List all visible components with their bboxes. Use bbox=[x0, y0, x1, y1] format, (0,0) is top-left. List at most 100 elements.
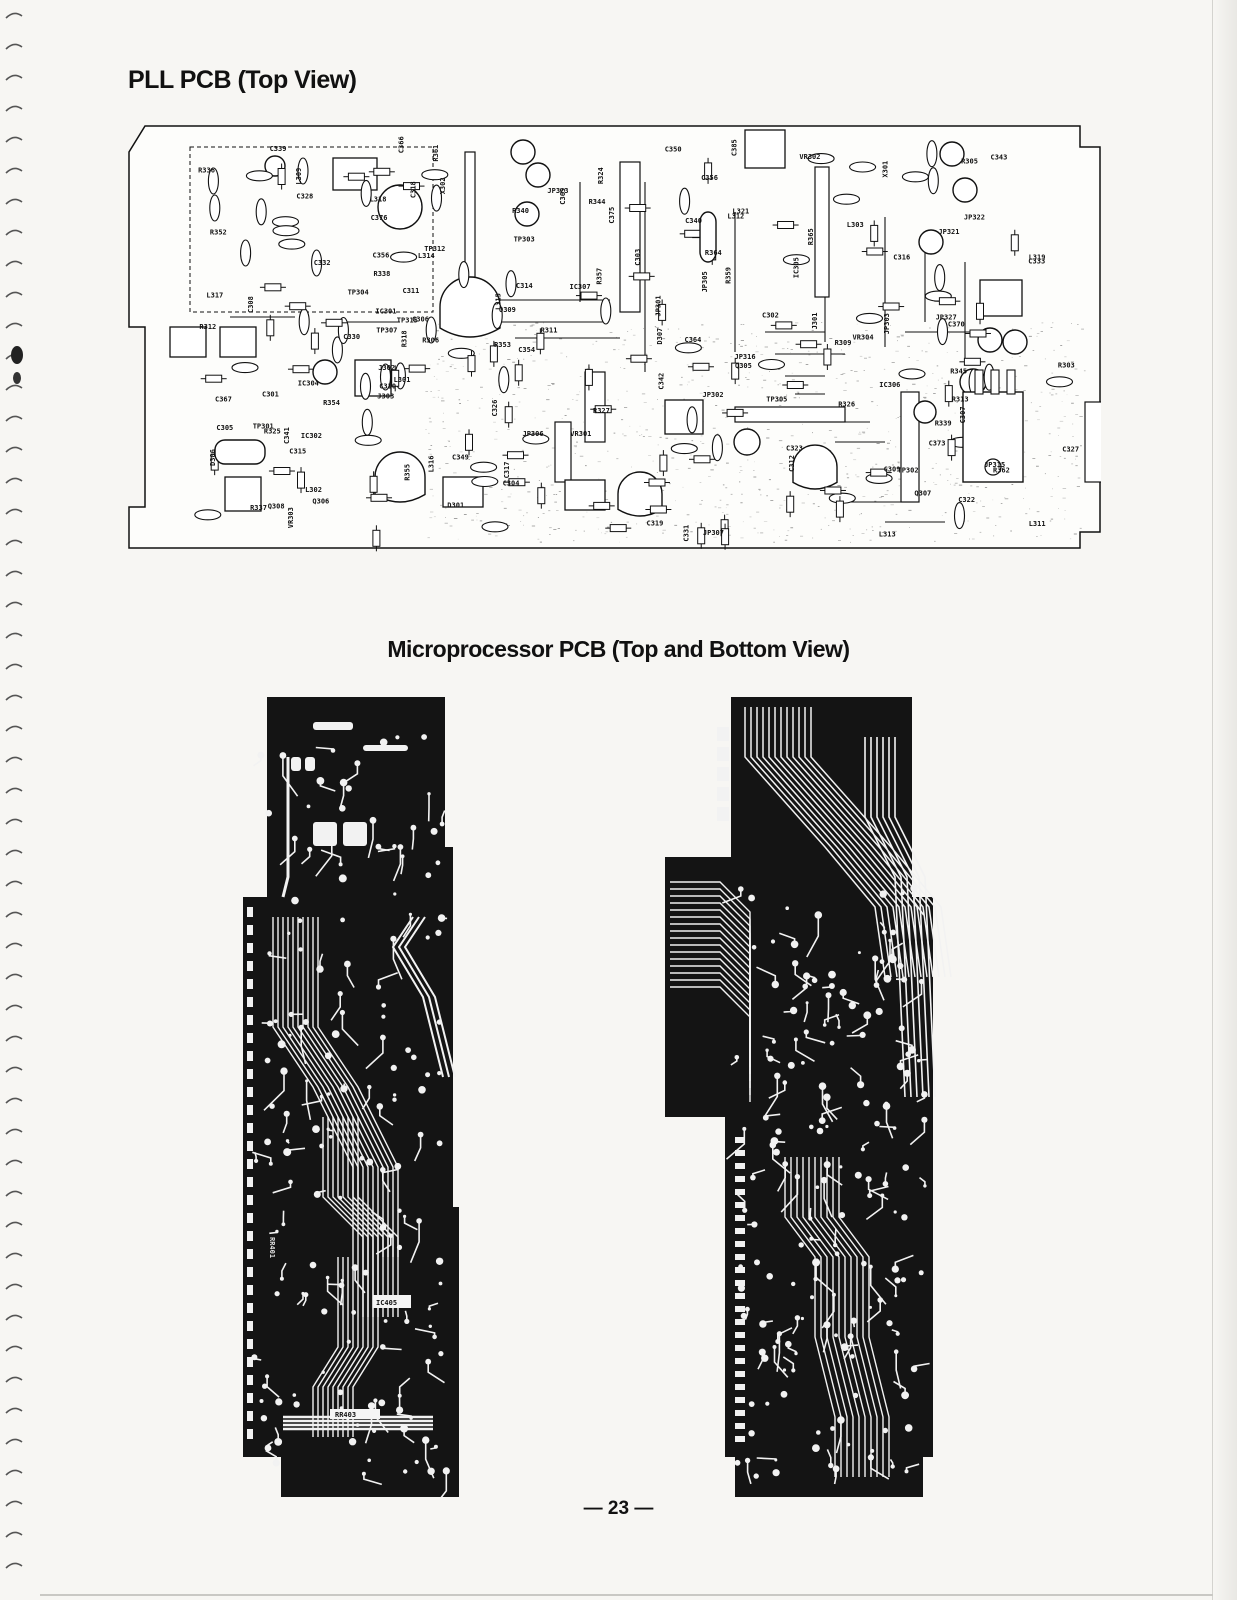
component-label: R325 bbox=[264, 428, 281, 436]
solder-pad bbox=[340, 1085, 348, 1093]
binding-hole bbox=[5, 1407, 23, 1414]
copper-trace bbox=[864, 737, 906, 1098]
solder-pad bbox=[302, 1019, 309, 1025]
resistor bbox=[504, 406, 513, 424]
ceramic-capacitor bbox=[379, 363, 392, 391]
solder-pad bbox=[900, 891, 905, 896]
copper-trace bbox=[774, 707, 916, 978]
resistor bbox=[824, 486, 842, 495]
solder-pad bbox=[816, 1127, 824, 1135]
solder-pad bbox=[748, 1430, 755, 1437]
binding-hole bbox=[5, 1562, 23, 1569]
solder-pad bbox=[410, 824, 417, 831]
component-label: C349 bbox=[452, 453, 469, 461]
copper-trace bbox=[297, 917, 379, 1257]
copper-trace bbox=[403, 916, 456, 1078]
binding-hole bbox=[5, 849, 23, 856]
component-label: VR302 bbox=[799, 153, 820, 161]
copper-trace bbox=[838, 1157, 890, 1477]
resistor bbox=[947, 439, 956, 457]
copper-trace bbox=[802, 1157, 854, 1477]
resistor bbox=[777, 221, 795, 229]
solder-pad bbox=[351, 1310, 357, 1315]
solder-pad bbox=[850, 1354, 855, 1359]
ceramic-capacitor bbox=[297, 157, 309, 185]
component-label: R327 bbox=[593, 407, 610, 415]
ceramic-capacitor bbox=[927, 167, 939, 195]
solder-pad bbox=[331, 1030, 340, 1038]
solder-pad bbox=[848, 1001, 856, 1010]
solder-pad bbox=[292, 1393, 297, 1397]
component-label: C339 bbox=[270, 145, 287, 153]
solder-pad bbox=[765, 1048, 769, 1052]
ceramic-capacitor bbox=[926, 140, 938, 168]
ceramic-capacitor bbox=[782, 254, 810, 266]
ceramic-capacitor bbox=[901, 171, 929, 183]
edge-pad bbox=[735, 1202, 745, 1208]
edge-pad bbox=[247, 1357, 253, 1367]
component-label: R318 bbox=[401, 330, 409, 347]
binding-hole bbox=[5, 477, 23, 484]
component-label: JP316 bbox=[735, 353, 756, 361]
resistor bbox=[507, 451, 524, 460]
binding-hole bbox=[5, 787, 23, 794]
solder-pad bbox=[427, 1467, 435, 1475]
copper-trace bbox=[810, 707, 952, 978]
component-label: L302 bbox=[305, 486, 322, 494]
ic-body bbox=[554, 421, 572, 483]
component-label: C332 bbox=[314, 259, 331, 267]
trimmer-potentiometer bbox=[792, 444, 838, 490]
binding-hole bbox=[5, 167, 23, 174]
component-label: R311 bbox=[541, 326, 558, 334]
solder-pad bbox=[309, 1261, 317, 1269]
pll-pcb-title: PLL PCB (Top View) bbox=[128, 66, 357, 94]
component-label: Q307 bbox=[914, 490, 931, 498]
resistor bbox=[633, 272, 651, 281]
binding-mark bbox=[11, 346, 23, 364]
solder-pad bbox=[268, 1161, 273, 1166]
copper-pad bbox=[343, 822, 367, 846]
edge-pad bbox=[247, 1105, 253, 1115]
ceramic-capacitor bbox=[425, 316, 437, 344]
copper-trace bbox=[804, 707, 946, 978]
solder-pad bbox=[904, 1424, 913, 1432]
solder-pad bbox=[771, 1039, 776, 1044]
solder-pad bbox=[773, 1148, 780, 1156]
solder-pad bbox=[820, 1176, 828, 1184]
copper-trace bbox=[292, 917, 374, 1257]
component-label: C327 bbox=[1062, 446, 1079, 454]
solder-pad bbox=[355, 1423, 360, 1427]
component-label: C326 bbox=[491, 400, 499, 417]
solder-pad bbox=[874, 1120, 880, 1127]
component-label: C375 bbox=[608, 207, 616, 224]
copper-trace bbox=[312, 917, 394, 1257]
component-label: L317 bbox=[206, 292, 223, 300]
ceramic-capacitor bbox=[354, 434, 382, 446]
resistor bbox=[1010, 234, 1019, 252]
solder-pad bbox=[750, 1174, 756, 1181]
copper-trace bbox=[798, 707, 940, 978]
solder-pad bbox=[437, 1071, 442, 1076]
binding-hole bbox=[5, 539, 23, 546]
rr401-label: RR401 bbox=[268, 1237, 276, 1258]
solder-pad bbox=[834, 1333, 838, 1338]
binding-hole bbox=[5, 942, 23, 949]
edge-pad bbox=[247, 1141, 253, 1151]
page-number: — 23 — bbox=[583, 1498, 654, 1519]
solder-pad bbox=[882, 1427, 888, 1434]
coil-outline bbox=[744, 129, 786, 169]
solder-pad bbox=[754, 1259, 760, 1266]
solder-pad bbox=[838, 1212, 846, 1219]
solder-pad bbox=[337, 1389, 344, 1396]
solder-pad bbox=[265, 809, 272, 817]
solder-pad bbox=[875, 1007, 883, 1016]
solder-pad bbox=[891, 1265, 899, 1273]
component-label: JP315 bbox=[984, 461, 1005, 469]
component-label: R337 bbox=[250, 504, 267, 512]
solder-pad bbox=[901, 1214, 908, 1221]
binding-hole bbox=[5, 260, 23, 267]
solder-pad bbox=[801, 1061, 805, 1065]
solder-pad bbox=[392, 1097, 397, 1102]
ceramic-capacitor bbox=[807, 153, 835, 165]
component-label: R357 bbox=[595, 268, 603, 285]
